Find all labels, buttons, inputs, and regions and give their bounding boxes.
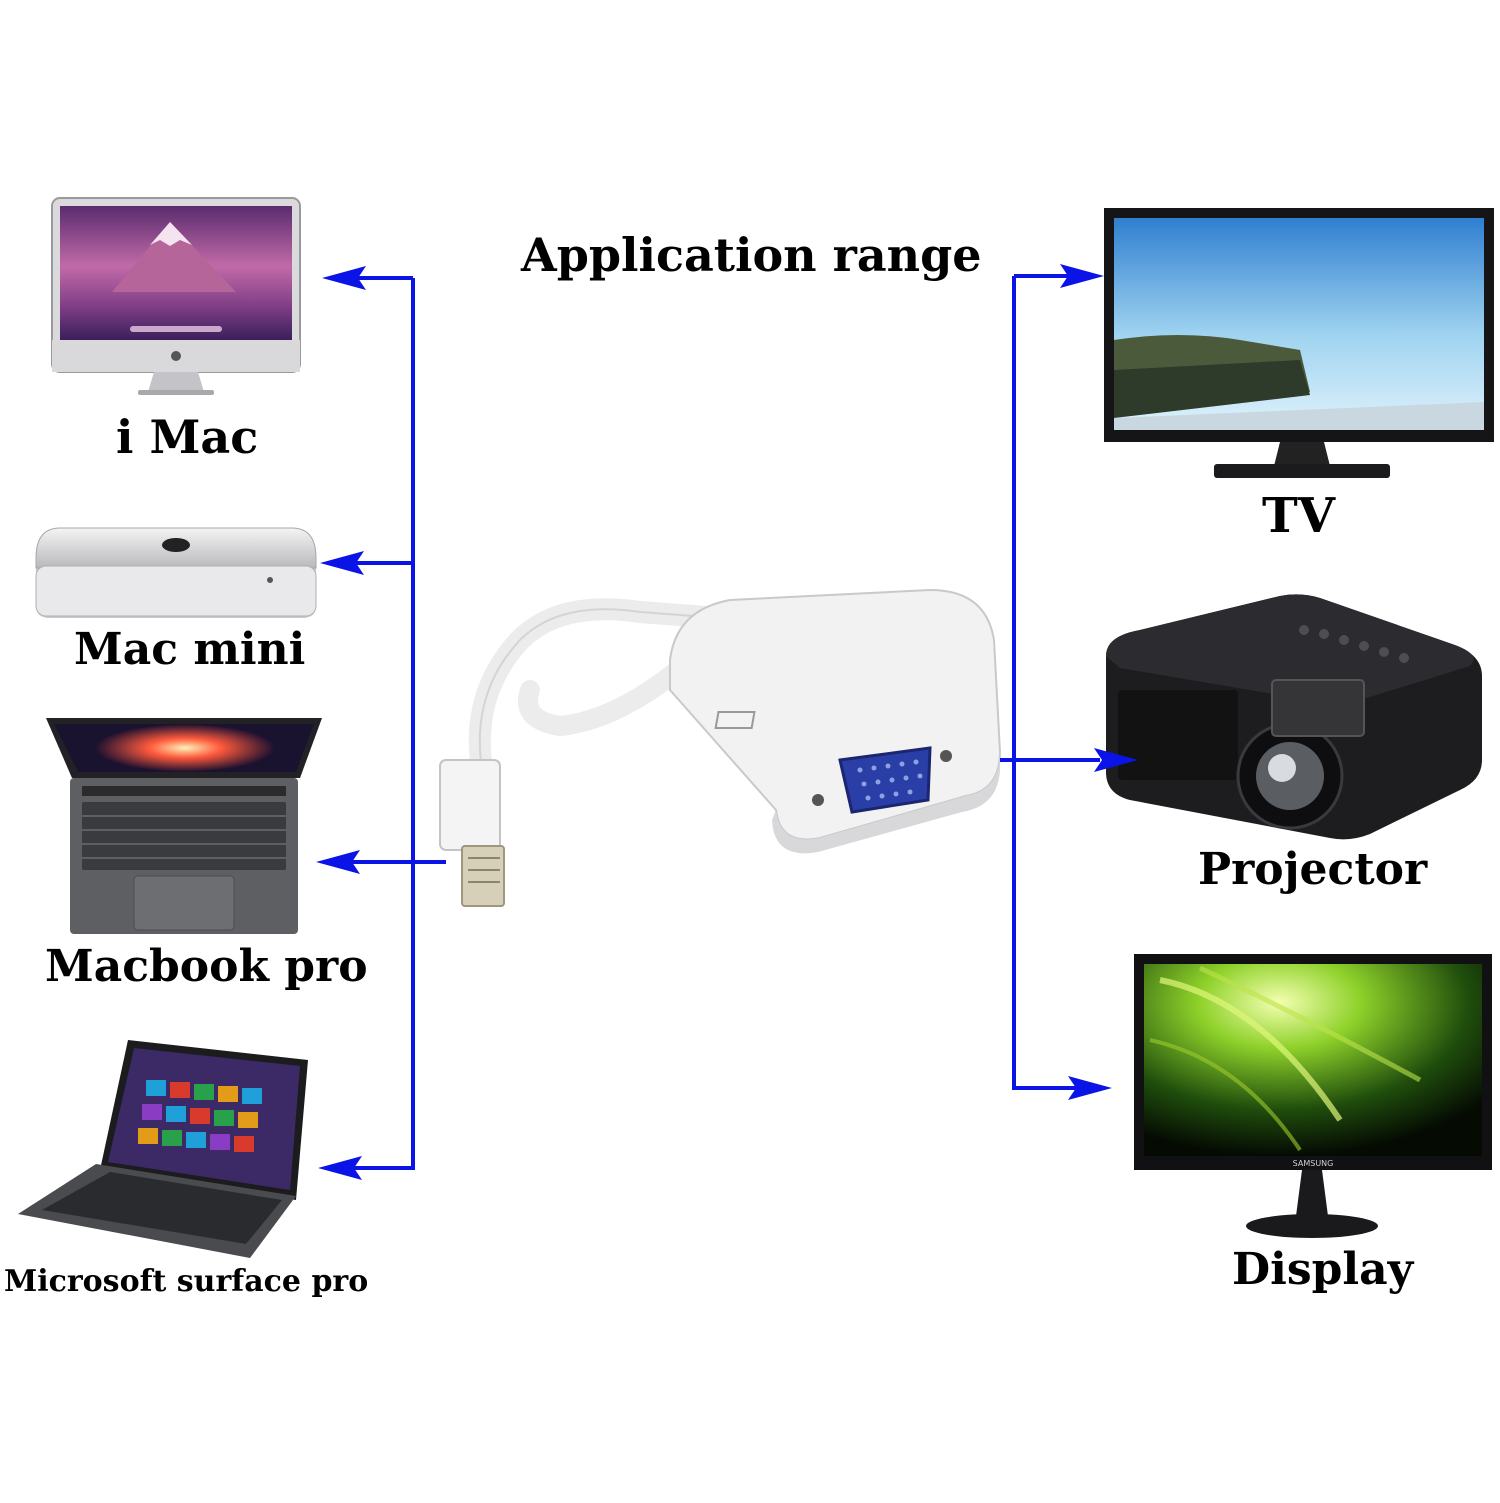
arrow-to-tv-icon	[1060, 264, 1104, 288]
surface-pro-icon	[18, 1040, 308, 1258]
arrow-to-surface-pro-icon	[318, 1156, 362, 1180]
source-label-surface-pro: Microsoft surface pro	[4, 1264, 369, 1299]
source-label-mac-mini: Mac mini	[74, 624, 306, 675]
source-label-imac: i Mac	[116, 410, 259, 464]
imac-icon	[51, 197, 301, 395]
target-label-tv: TV	[1262, 488, 1335, 544]
projector-icon	[1106, 594, 1482, 840]
tv-icon	[1104, 208, 1494, 478]
mini-displayport-to-vga-adapter-icon	[439, 588, 1002, 907]
arrow-to-mac-mini-icon	[320, 551, 364, 575]
display-icon: SAMSUNG	[1134, 954, 1492, 1238]
macbook-pro-icon	[46, 718, 322, 934]
arrow-to-imac-icon	[322, 266, 366, 290]
arrowheads	[316, 264, 1138, 1180]
source-label-macbook-pro: Macbook pro	[45, 941, 368, 992]
page-title: Application range	[521, 228, 982, 282]
mac-mini-icon	[35, 527, 317, 618]
target-label-projector: Projector	[1198, 844, 1428, 895]
arrow-to-projector-icon	[1094, 748, 1138, 772]
display-brand-logo: SAMSUNG	[1293, 1159, 1334, 1168]
arrow-to-display-icon	[1068, 1076, 1112, 1100]
connection-lines	[350, 274, 1100, 1170]
target-label-display: Display	[1232, 1244, 1414, 1295]
arrow-to-macbook-pro-icon	[316, 850, 360, 874]
